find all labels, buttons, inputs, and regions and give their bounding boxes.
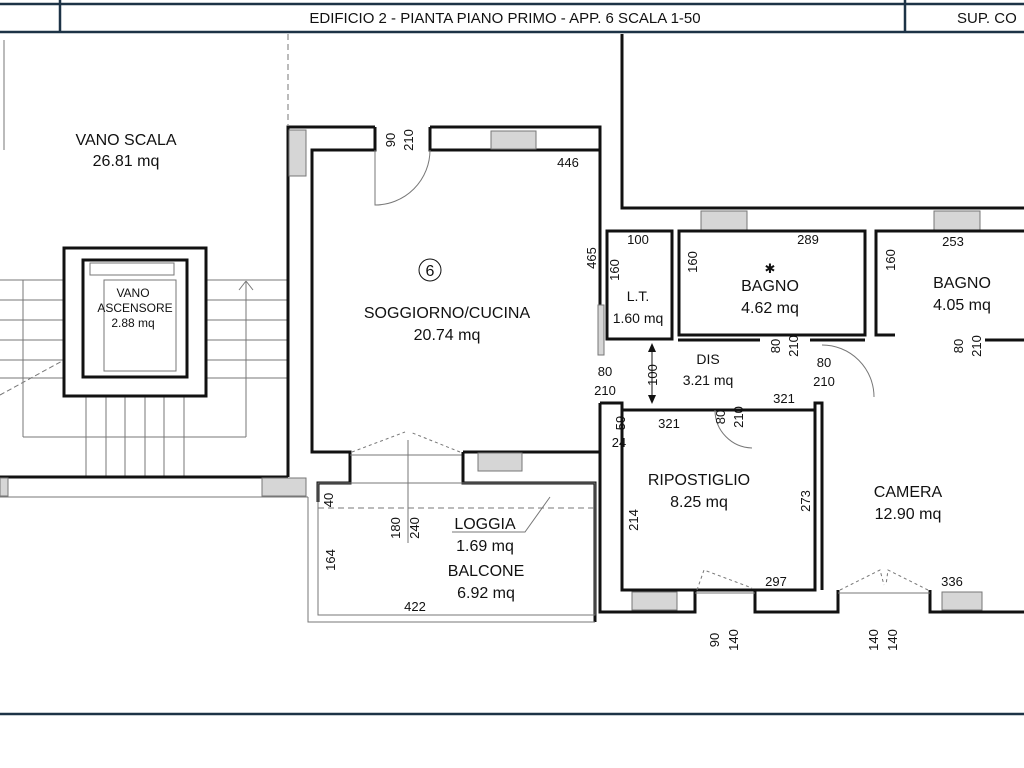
room-name: BAGNO <box>741 278 799 295</box>
room-name: LOGGIA <box>454 516 516 533</box>
dimension: 160 <box>607 259 622 281</box>
dimension: 90 <box>707 633 722 647</box>
dimension: 422 <box>404 599 426 614</box>
dimension: 40 <box>321 493 336 507</box>
dimension: 210 <box>401 129 416 151</box>
dimension: 59 <box>613 416 628 430</box>
room-area: 2.88 mq <box>111 316 154 330</box>
dimension: 24 <box>612 435 626 450</box>
dimension: 446 <box>557 155 579 170</box>
room-name: RIPOSTIGLIO <box>648 472 750 489</box>
room-name: VANO SCALA <box>75 132 176 149</box>
dimension: 210 <box>786 335 801 357</box>
plan-title: EDIFICIO 2 - PIANTA PIANO PRIMO - APP. 6… <box>309 10 700 27</box>
room-area: 4.62 mq <box>741 300 799 317</box>
dimension: 210 <box>594 383 616 398</box>
dimension: 214 <box>626 509 641 531</box>
dimension: 80 <box>817 355 831 370</box>
dimension: 140 <box>885 629 900 651</box>
unit-number: 6 <box>426 263 435 280</box>
dimension: 140 <box>866 629 881 651</box>
room-group-east: 100 160 L.T. 1.60 mq 289 160 ✱ BAGNO 4.6… <box>594 34 1024 651</box>
dimension: 164 <box>323 549 338 571</box>
room-area: 1.60 mq <box>613 310 664 326</box>
room-name: SOGGIORNO/CUCINA <box>364 305 531 322</box>
title-block: EDIFICIO 2 - PIANTA PIANO PRIMO - APP. 6… <box>0 0 1024 716</box>
room-name: BAGNO <box>933 275 991 292</box>
dimension: 297 <box>765 574 787 589</box>
room-area: 8.25 mq <box>670 494 728 511</box>
dimension: 321 <box>773 391 795 406</box>
dimension: 100 <box>645 364 660 386</box>
bagno-mark-icon: ✱ <box>765 261 776 276</box>
dimension: 90 <box>383 133 398 147</box>
dimension: 80 <box>768 339 783 353</box>
room-area: 3.21 mq <box>683 372 734 388</box>
sup-label: SUP. CO <box>957 10 1017 27</box>
dimension: 210 <box>813 374 835 389</box>
room-name: ASCENSORE <box>97 301 172 315</box>
dimension: 210 <box>969 335 984 357</box>
dimension: 140 <box>726 629 741 651</box>
dimension: 210 <box>731 406 746 428</box>
room-area: 6.92 mq <box>457 585 515 602</box>
dimension: 240 <box>407 517 422 539</box>
dimension: 273 <box>798 490 813 512</box>
balcony: 40 180 240 LOGGIA 1.69 mq BALCONE 6.92 m… <box>307 440 597 623</box>
room-name: DIS <box>696 351 719 367</box>
dimension: 160 <box>883 249 898 271</box>
stairwell: VANO SCALA 26.81 mq VANO ASCENSORE 2.88 … <box>0 34 308 498</box>
dimension: 100 <box>627 232 649 247</box>
room-area: 4.05 mq <box>933 297 991 314</box>
dimension: 80 <box>951 339 966 353</box>
room-soggiorno: 6 SOGGIORNO/CUCINA 20.74 mq 446 90 210 4… <box>286 125 605 477</box>
dimension: 160 <box>685 251 700 273</box>
dimension: 289 <box>797 232 819 247</box>
dimension: 80 <box>598 364 612 379</box>
dimension: 336 <box>941 574 963 589</box>
room-name: CAMERA <box>874 484 943 501</box>
room-area: 12.90 mq <box>875 506 942 523</box>
dimension: 80 <box>713 410 728 424</box>
dimension: 321 <box>658 416 680 431</box>
dimension: 180 <box>388 517 403 539</box>
room-name: VANO <box>116 286 149 300</box>
room-name: L.T. <box>627 288 650 304</box>
dimension: 253 <box>942 234 964 249</box>
room-area: 20.74 mq <box>414 327 481 344</box>
dimension: 465 <box>584 247 599 269</box>
room-area: 26.81 mq <box>93 153 160 170</box>
room-area: 1.69 mq <box>456 538 514 555</box>
room-name: BALCONE <box>448 563 524 580</box>
